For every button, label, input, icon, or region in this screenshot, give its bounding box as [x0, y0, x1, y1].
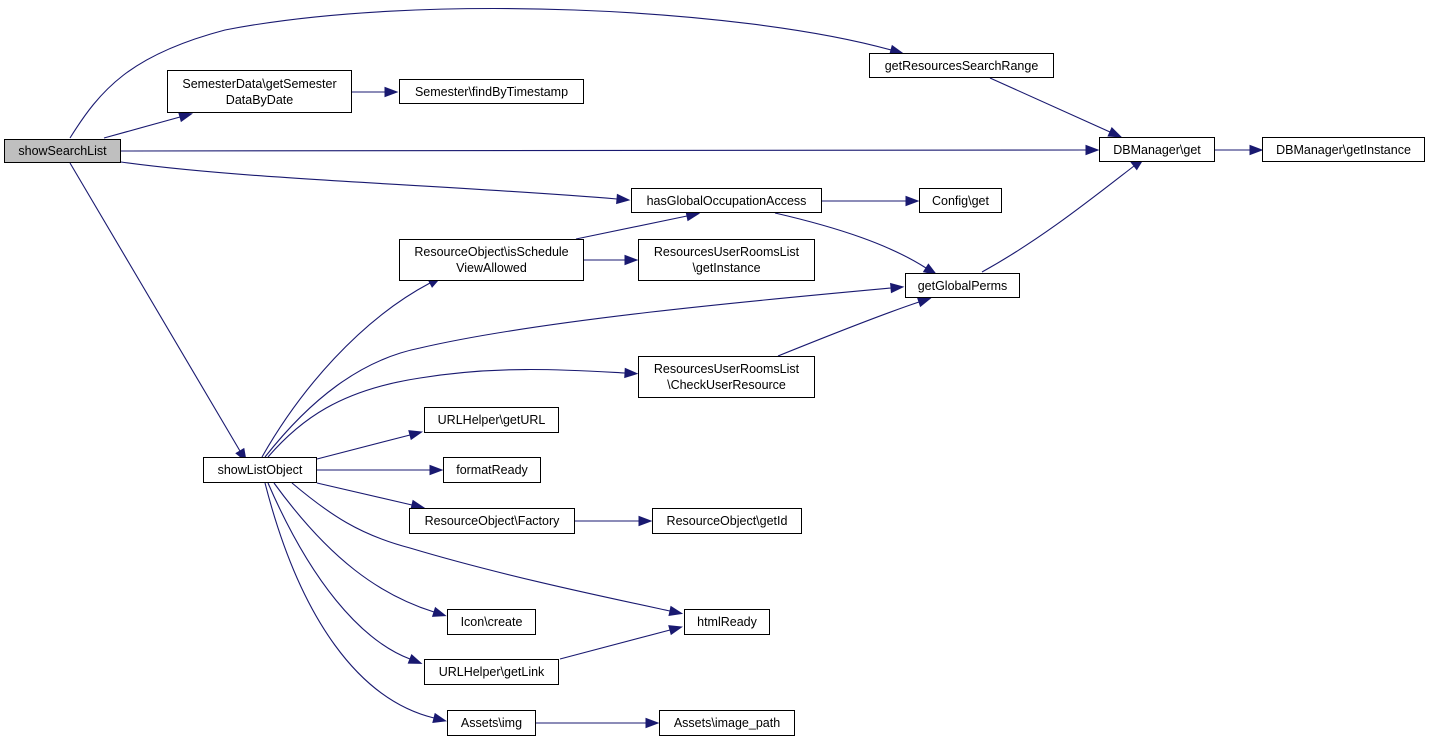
arrowhead-dbGet — [1107, 127, 1123, 138]
edge-showSearchList-to-showListObject — [69, 162, 241, 452]
edge-showListObject-to-getGlobalPerms — [264, 287, 892, 458]
edge-showSearchList-to-dbGet — [120, 149, 1087, 152]
arrowhead-getGlobalPerms — [890, 282, 905, 294]
node-label-line: hasGlobalOccupationAccess — [646, 193, 807, 208]
arrowhead-configGet — [905, 195, 920, 207]
node-htmlready[interactable]: htmlReady — [684, 609, 770, 635]
edge-getResourcesSearchRange-to-dbGet — [989, 77, 1111, 133]
node-config-get[interactable]: Config\get — [919, 188, 1002, 213]
edge-checkUserResource-to-getGlobalPerms — [777, 301, 920, 357]
edge-isScheduleViewAllowed-to-hasGlobalOccupationAccess — [575, 215, 688, 240]
edge-showSearchList-to-hasGlobalOccupationAccess — [120, 161, 618, 200]
edge-showListObject-to-getLink — [267, 482, 411, 660]
node-assets-image-path[interactable]: Assets\image_path — [659, 710, 795, 736]
node-label-line: Icon\create — [460, 615, 523, 629]
arrowhead-dbGet — [1085, 144, 1100, 156]
node-label-line: htmlReady — [697, 615, 757, 629]
edge-showListObject-to-checkUserResource — [267, 368, 626, 458]
edge-showSearchList-to-getResourcesSearchRange — [69, 7, 892, 139]
node-label-line: ResourcesUserRoomsList — [653, 245, 800, 259]
node-getresourcessearchrange[interactable]: getResourcesSearchRange — [869, 53, 1054, 78]
node-assets-img[interactable]: Assets\img — [447, 710, 536, 736]
node-label-line: ResourceObject\Factory — [424, 514, 560, 528]
node-label-line: ViewAllowed — [456, 261, 527, 275]
node-label-line: Semester\findByTimestamp — [414, 84, 569, 99]
node-label-line: getGlobalPerms — [917, 278, 1008, 293]
node-label-line: Assets\img — [460, 716, 523, 730]
node-label-line: DBManager\get — [1113, 142, 1201, 157]
node-label-line: URLHelper\getURL — [437, 413, 546, 427]
node-label-line: ResourceObject\isSchedule — [414, 245, 569, 259]
node-label-line: ResourcesUserRoomsList — [653, 362, 800, 376]
node-urlhelper-geturl[interactable]: URLHelper\getURL — [424, 407, 559, 433]
arrowhead-rurlGetInstance — [624, 254, 639, 266]
node-label-line: Assets\image_path — [673, 716, 781, 730]
node-resourceobject-factory[interactable]: ResourceObject\Factory — [409, 508, 575, 534]
arrowhead-htmlReady — [668, 625, 683, 636]
node-label-line: showListObject — [217, 463, 303, 477]
node-semesterdata-getsemesterdatabydate[interactable]: SemesterData\getSemester DataByDate — [167, 70, 352, 113]
node-label-line: ResourceObject\getId — [666, 514, 788, 528]
node-resourceobject-isscheduleviewallowed[interactable]: ResourceObject\isSchedule ViewAllowed — [399, 239, 584, 281]
node-dbmanager-getinstance[interactable]: DBManager\getInstance — [1262, 137, 1425, 162]
edge-showListObject-to-assetsImg — [264, 482, 435, 719]
arrowhead-hasGlobalOccupationAccess — [616, 193, 631, 205]
arrowhead-assetsImg — [432, 712, 448, 723]
node-label-line: getResourcesSearchRange — [884, 58, 1039, 73]
node-resourceobject-getid[interactable]: ResourceObject\getId — [652, 508, 802, 534]
edge-showListObject-to-getURL — [316, 434, 411, 460]
node-showlistobject[interactable]: showListObject — [203, 457, 317, 483]
edge-hasGlobalOccupationAccess-to-getGlobalPerms — [774, 212, 927, 269]
arrowhead-getSemesterDataByDate — [178, 112, 193, 123]
arrowhead-getGlobalPerms — [916, 297, 932, 308]
node-hasglobaloccupationaccess[interactable]: hasGlobalOccupationAccess — [631, 188, 822, 213]
node-label-line: DataByDate — [225, 92, 294, 107]
node-getglobalperms[interactable]: getGlobalPerms — [905, 273, 1020, 298]
node-label-line: formatReady — [456, 463, 528, 477]
edge-showListObject-to-htmlReady — [291, 482, 671, 612]
node-label-line: \getInstance — [692, 261, 761, 275]
node-resourcesuserroomslist-getinstance[interactable]: ResourcesUserRoomsList \getInstance — [638, 239, 815, 281]
edge-getLink-to-htmlReady — [559, 629, 671, 660]
arrowhead-getURL — [408, 430, 423, 441]
edge-getGlobalPerms-to-dbGet — [981, 165, 1135, 273]
arrowhead-imagePath — [645, 717, 660, 729]
arrowhead-dbGetInstance — [1249, 144, 1264, 156]
node-label-line: \CheckUserResource — [667, 378, 786, 392]
node-dbmanager-get[interactable]: DBManager\get — [1099, 137, 1215, 162]
node-label-line: URLHelper\getLink — [438, 665, 545, 679]
arrowhead-iconCreate — [431, 606, 447, 617]
arrowhead-formatReady — [429, 464, 444, 476]
node-urlhelper-getlink[interactable]: URLHelper\getLink — [424, 659, 559, 685]
node-label-line: Config\get — [932, 193, 989, 208]
node-semester-findbytimestamp[interactable]: Semester\findByTimestamp — [399, 79, 584, 104]
edge-showListObject-to-isScheduleViewAllowed — [261, 282, 431, 458]
edge-showListObject-to-iconCreate — [273, 482, 435, 613]
edge-showListObject-to-factory — [316, 482, 413, 506]
arrowhead-findByTimestamp — [384, 86, 399, 98]
node-resourcesuserroomslist-checkuserresource[interactable]: ResourcesUserRoomsList \CheckUserResourc… — [638, 356, 815, 398]
node-showsearchlist[interactable]: showSearchList — [4, 139, 121, 163]
arrowhead-checkUserResource — [624, 367, 639, 379]
arrowhead-htmlReady — [668, 605, 684, 617]
edge-showSearchList-to-getSemesterDataByDate — [103, 116, 181, 139]
arrowhead-getId — [638, 515, 653, 527]
arrowhead-getLink — [407, 653, 423, 664]
node-icon-create[interactable]: Icon\create — [447, 609, 536, 635]
node-formatready[interactable]: formatReady — [443, 457, 541, 483]
node-label-line: DBManager\getInstance — [1276, 142, 1411, 157]
node-label-line: SemesterData\getSemester — [182, 76, 337, 91]
node-label-line: showSearchList — [18, 144, 107, 158]
